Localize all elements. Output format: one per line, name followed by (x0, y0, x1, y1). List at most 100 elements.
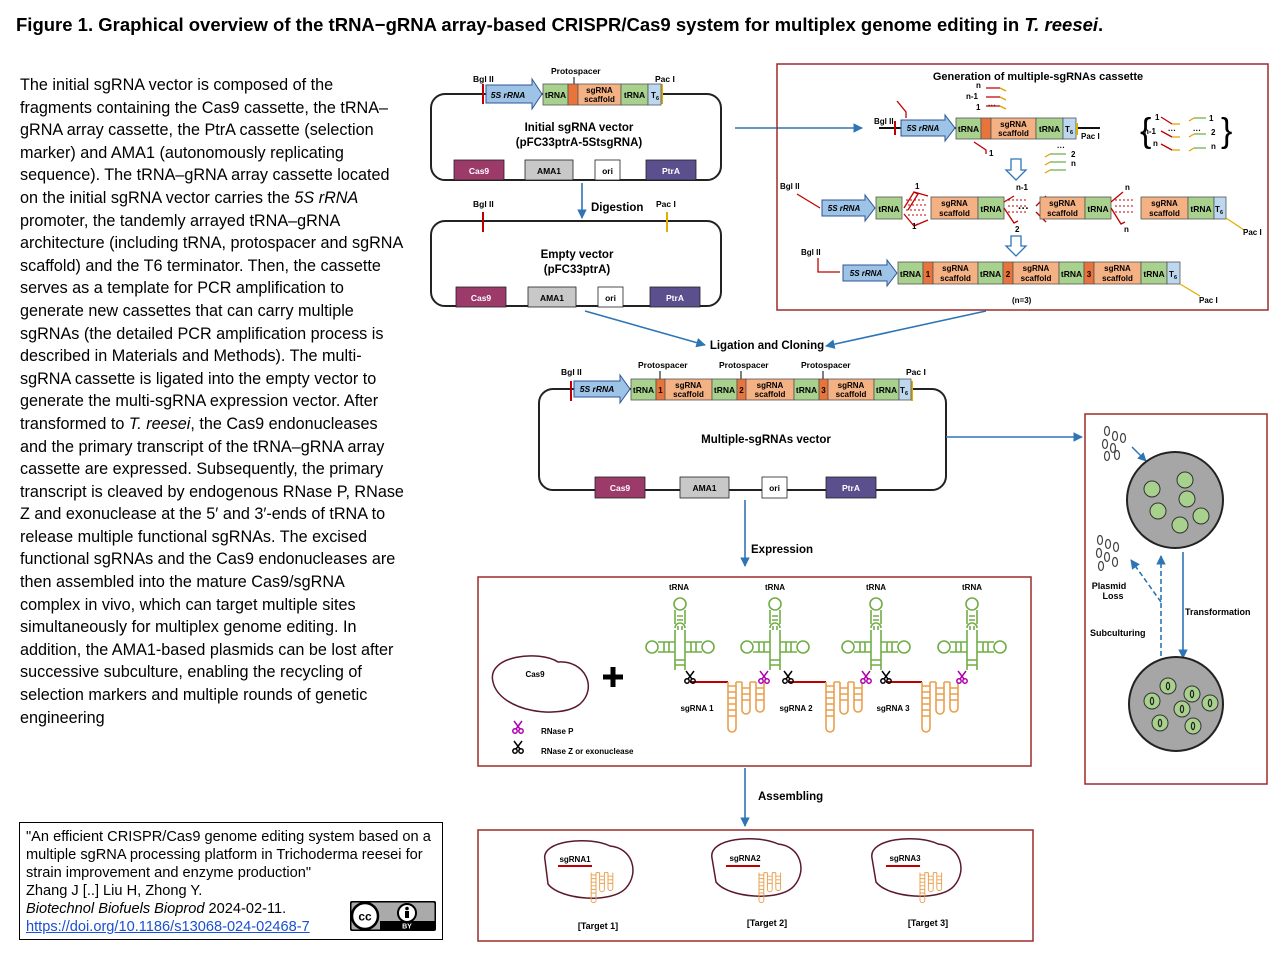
svg-text:PtrA: PtrA (662, 166, 680, 176)
svg-text:sgRNA: sgRNA (1151, 199, 1178, 208)
svg-text:Protospacer: Protospacer (801, 360, 851, 370)
target-2-label: [Target 2] (747, 918, 787, 928)
citation-authors: Zhang J [..] Liu H, Zhong Y. (26, 883, 203, 899)
svg-text:Bgl II: Bgl II (801, 248, 821, 257)
assembling-label: Assembling (758, 791, 823, 803)
svg-text:···: ··· (1018, 203, 1029, 215)
svg-text:Bgl II: Bgl II (561, 367, 582, 377)
svg-text:Cas9: Cas9 (471, 293, 492, 303)
svg-text:tRNA: tRNA (876, 385, 897, 395)
rnase-p-scissor-icon (860, 670, 872, 684)
svg-text:5S rRNA: 5S rRNA (907, 124, 940, 133)
svg-text:sgRNA2: sgRNA2 (729, 854, 761, 863)
svg-text:sgRNA: sgRNA (1023, 264, 1050, 273)
svg-text:tRNA: tRNA (962, 583, 982, 592)
svg-text:3: 3 (821, 386, 826, 395)
svg-text:Bgl II: Bgl II (874, 117, 894, 126)
svg-text:scaffold: scaffold (836, 390, 867, 399)
cas9-complex-shape (711, 838, 802, 897)
generation-panel: Generation of multiple-sgRNAs cassette n… (776, 63, 1269, 311)
svg-text:scaffold: scaffold (940, 274, 971, 283)
svg-text:2: 2 (1071, 150, 1076, 159)
svg-text:tRNA: tRNA (1087, 204, 1108, 214)
svg-text:···: ··· (1057, 143, 1065, 152)
cas9-complex-shape (544, 840, 634, 899)
svg-text:tRNA: tRNA (633, 385, 654, 395)
svg-text:n: n (1071, 159, 1076, 168)
plus-icon (603, 667, 623, 687)
svg-text:sgRNA: sgRNA (586, 86, 613, 95)
sgrna-structure (727, 681, 765, 733)
svg-text:1: 1 (976, 103, 981, 112)
svg-text:ori: ori (602, 166, 613, 176)
svg-text:tRNA: tRNA (714, 385, 735, 395)
svg-text:sgRNA: sgRNA (1049, 199, 1076, 208)
svg-text:tRNA: tRNA (980, 204, 1001, 214)
plasmid-loss-label-line1: Plasmid (1092, 581, 1127, 591)
svg-text:sgRNA: sgRNA (941, 199, 968, 208)
transformation-label: Transformation (1185, 607, 1251, 617)
plasmid-particles-icon (1101, 425, 1127, 462)
svg-text:1: 1 (989, 149, 994, 158)
svg-text:1: 1 (658, 386, 663, 395)
svg-text:5S rRNA: 5S rRNA (491, 90, 525, 100)
sgrna-structure (921, 681, 959, 733)
empty-vector-id: (pFC33ptrA) (544, 264, 611, 276)
svg-text:n: n (976, 81, 981, 90)
trna-structure (740, 597, 810, 671)
svg-text:scaffold: scaffold (1149, 209, 1180, 218)
svg-text:tRNA: tRNA (796, 385, 817, 395)
plasmid-in-nucleus-icon (1149, 681, 1213, 731)
svg-text:n-1: n-1 (966, 92, 979, 101)
citation-doi-link[interactable]: https://doi.org/10.1186/s13068-024-02468… (26, 919, 310, 935)
svg-text:6: 6 (905, 391, 908, 397)
svg-text:Cas9: Cas9 (469, 166, 490, 176)
sgrna3-label: sgRNA 3 (876, 704, 910, 713)
empty-vector: Bgl II Pac I Empty vector (pFC33ptrA) Ca… (430, 199, 722, 308)
svg-text:1: 1 (926, 270, 931, 279)
svg-text:n-1: n-1 (1016, 183, 1029, 192)
svg-text:AMA1: AMA1 (537, 166, 561, 176)
citation-title: "An efficient CRISPR/Cas9 genome editing… (26, 829, 431, 881)
sgrna1-label: sgRNA 1 (680, 704, 714, 713)
svg-text:1: 1 (1209, 114, 1214, 123)
svg-text:AMA1: AMA1 (692, 483, 716, 493)
svg-text:6: 6 (656, 96, 659, 102)
svg-text:AMA1: AMA1 (540, 293, 564, 303)
citation-journal: Biotechnol Biofuels Bioprod (26, 901, 205, 917)
sgrna-structure (825, 681, 863, 733)
svg-text:5S rRNA: 5S rRNA (828, 204, 861, 213)
svg-text:scaffold: scaffold (1102, 274, 1133, 283)
fungal-cell-icon (1126, 451, 1224, 549)
svg-text:scaffold: scaffold (755, 390, 786, 399)
svg-text:tRNA: tRNA (545, 90, 566, 100)
svg-text:Protospacer: Protospacer (638, 360, 688, 370)
svg-text:Bgl II: Bgl II (780, 182, 800, 191)
svg-text:sgRNA: sgRNA (838, 381, 865, 390)
svg-text:2: 2 (739, 386, 744, 395)
expression-panel: Cas9 RNase P RNase Z or exonuclease tRNA… (477, 576, 1032, 767)
svg-text:scaffold: scaffold (673, 390, 704, 399)
svg-text:T: T (1065, 125, 1070, 134)
svg-text:···: ··· (1193, 126, 1201, 135)
rnase-z-scissor-icon (512, 740, 524, 754)
svg-text:Pac I: Pac I (1243, 228, 1262, 237)
svg-text:T: T (1169, 270, 1174, 279)
protospacer-label: Protospacer (551, 66, 601, 76)
svg-text:n-1: n-1 (1144, 127, 1157, 136)
empty-vector-title: Empty vector (541, 249, 614, 261)
svg-text:1: 1 (1155, 113, 1160, 122)
svg-text:sgRNA: sgRNA (1104, 264, 1131, 273)
digestion-label: Digestion (591, 202, 643, 214)
svg-text:tRNA: tRNA (1143, 269, 1164, 279)
svg-text:3: 3 (1087, 270, 1092, 279)
svg-text:Pac I: Pac I (1199, 296, 1218, 305)
svg-text:scaffold: scaffold (998, 129, 1029, 138)
multi-vector-title: Multiple-sgRNAs vector (701, 434, 831, 446)
ligation-label: Ligation and Cloning (710, 340, 824, 352)
figure-title: Figure 1. Graphical overview of the tRNA… (16, 14, 1104, 35)
svg-text:RNase Z or exonuclease: RNase Z or exonuclease (541, 747, 634, 756)
svg-text:Protospacer: Protospacer (719, 360, 769, 370)
svg-text:Pac I: Pac I (906, 367, 926, 377)
